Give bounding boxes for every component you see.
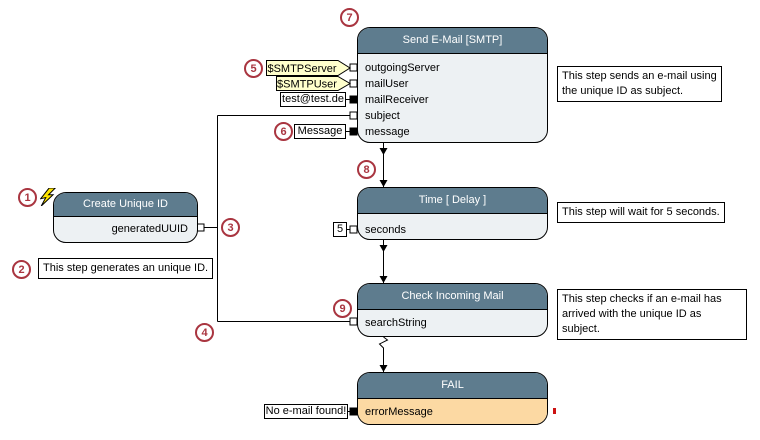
step-badge-6: 6: [274, 122, 293, 141]
svg-text:$SMTPUser: $SMTPUser: [277, 79, 337, 91]
constant-message[interactable]: Message: [294, 124, 346, 139]
step-badge-4: 4: [195, 323, 214, 342]
port-message[interactable]: [349, 127, 358, 136]
step-badge-2: 2: [12, 260, 31, 279]
field-searchString: searchString: [365, 317, 427, 329]
node-fail[interactable]: FAIL errorMessage: [357, 372, 548, 425]
node-title: Create Unique ID: [54, 193, 197, 217]
node-send-email-smtp[interactable]: Send E-Mail [SMTP] outgoingServer mailUs…: [357, 27, 548, 143]
value-stubs: [346, 99, 350, 412]
port-subject[interactable]: [349, 111, 358, 120]
port-errorMessage[interactable]: [349, 407, 358, 416]
field-outgoingServer: outgoingServer: [365, 62, 440, 74]
node-title: FAIL: [358, 373, 547, 399]
note-create[interactable]: This step generates an unique ID.: [38, 258, 214, 279]
flow-wire-send-delay[interactable]: [379, 143, 388, 187]
port-generatedUUID-out[interactable]: [196, 223, 205, 232]
variable-tag-smtp-server[interactable]: $SMTPServer: [266, 60, 351, 77]
port-mailUser[interactable]: [349, 79, 358, 88]
step-badge-8: 8: [357, 160, 376, 179]
data-wire-uuid[interactable]: [204, 115, 350, 322]
field-mailReceiver: mailReceiver: [365, 94, 429, 106]
flow-wire-delay-check[interactable]: [379, 240, 388, 283]
node-title: Send E-Mail [SMTP]: [358, 28, 547, 54]
step-badge-3: 3: [221, 218, 240, 237]
constant-seconds[interactable]: 5: [333, 222, 347, 237]
step-badge-5: 5: [244, 59, 263, 78]
node-create-unique-id[interactable]: Create Unique ID generatedUUID: [53, 192, 198, 243]
constant-error-message[interactable]: No e-mail found!: [264, 404, 348, 419]
note-check[interactable]: This step checks if an e-mail has arrive…: [557, 289, 747, 340]
error-wire-check-fail[interactable]: [378, 336, 389, 372]
port-mailReceiver[interactable]: [349, 95, 358, 104]
node-time-delay[interactable]: Time [ Delay ] seconds: [357, 187, 548, 240]
port-seconds[interactable]: [349, 225, 358, 234]
field-mailUser: mailUser: [365, 78, 409, 90]
field-errorMessage: errorMessage: [365, 406, 433, 418]
node-title: Time [ Delay ]: [358, 188, 547, 214]
node-check-incoming-mail[interactable]: Check Incoming Mail searchString: [357, 283, 548, 337]
field-subject: subject: [365, 110, 400, 122]
port-outgoingServer[interactable]: [349, 63, 358, 72]
fail-error-marker: [553, 408, 556, 414]
note-send[interactable]: This step sends an e-mail using the uniq…: [557, 66, 722, 102]
svg-text:$SMTPServer: $SMTPServer: [267, 63, 336, 75]
field-seconds: seconds: [365, 224, 406, 236]
note-delay[interactable]: This step will wait for 5 seconds.: [557, 202, 725, 223]
variable-tag-smtp-user[interactable]: $SMTPUser: [276, 76, 351, 92]
step-badge-7: 7: [340, 8, 359, 27]
node-title: Check Incoming Mail: [358, 284, 547, 310]
field-message: message: [365, 126, 410, 138]
constant-mail-receiver[interactable]: test@test.de: [280, 92, 346, 107]
field-generatedUUID: generatedUUID: [111, 223, 188, 235]
step-badge-1: 1: [18, 188, 37, 207]
start-lightning-icon: [40, 188, 56, 206]
step-badge-9: 9: [333, 299, 352, 318]
port-searchString[interactable]: [349, 317, 358, 326]
